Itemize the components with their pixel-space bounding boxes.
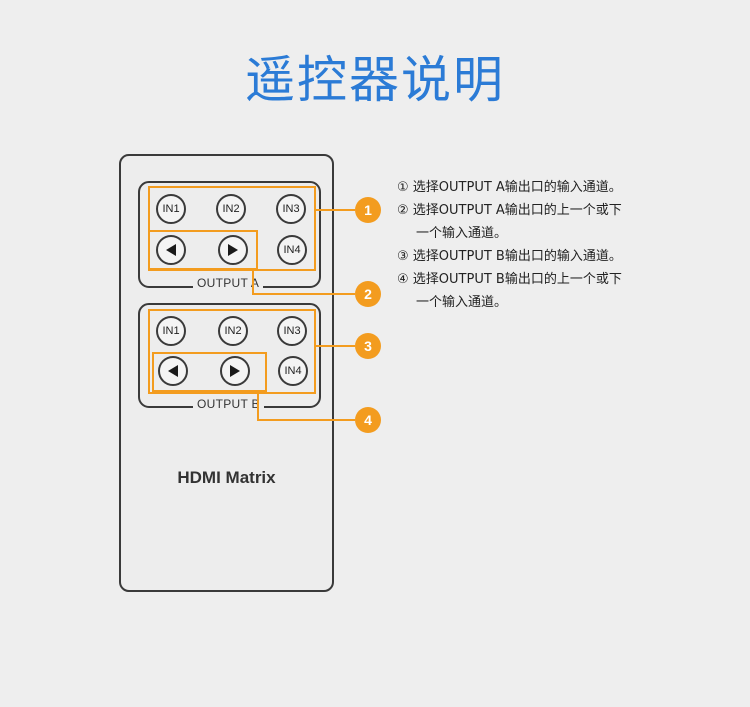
- instruction-text: 选择OUTPUT A输出口的上一个或下: [412, 203, 622, 218]
- output-b-in4-button[interactable]: IN4: [278, 356, 308, 386]
- arrow-left-icon: [166, 244, 176, 256]
- page-title: 遥控器说明: [245, 51, 505, 109]
- instruction-marker: ②: [397, 203, 409, 218]
- highlight-arrow-buttons-b: [152, 352, 267, 392]
- arrow-left-icon: [168, 365, 178, 377]
- instruction-item-4-cont: 一个输入通道。: [416, 295, 508, 310]
- callout-badge-2: 2: [355, 281, 381, 307]
- instruction-item-2: ② 选择OUTPUT A输出口的上一个或下: [397, 199, 742, 222]
- instruction-marker: ④: [397, 272, 409, 287]
- instructions-list: ① 选择OUTPUT A输出口的输入通道。 ② 选择OUTPUT A输出口的上一…: [397, 176, 742, 314]
- output-b-label: OUTPUT B: [193, 397, 264, 411]
- highlight-input-buttons-b: [148, 309, 316, 394]
- highlight-arrow-buttons-a: [148, 230, 258, 270]
- instruction-text: 选择OUTPUT A输出口的输入通道。: [412, 180, 622, 195]
- instruction-item-3: ③ 选择OUTPUT B输出口的输入通道。: [397, 245, 742, 268]
- output-b-in2-button[interactable]: IN2: [218, 316, 248, 346]
- output-a-in3-button[interactable]: IN3: [276, 194, 306, 224]
- output-a-next-button[interactable]: [218, 235, 248, 265]
- output-a-in4-button[interactable]: IN4: [277, 235, 307, 265]
- instruction-text: 选择OUTPUT B输出口的输入通道。: [412, 249, 622, 264]
- output-a-in2-button[interactable]: IN2: [216, 194, 246, 224]
- output-b-next-button[interactable]: [220, 356, 250, 386]
- arrow-right-icon: [230, 365, 240, 377]
- output-a-label: OUTPUT A: [193, 276, 264, 290]
- output-b-prev-button[interactable]: [158, 356, 188, 386]
- output-a-in1-button[interactable]: IN1: [156, 194, 186, 224]
- output-b-in3-button[interactable]: IN3: [277, 316, 307, 346]
- highlight-input-buttons-a: [148, 186, 316, 271]
- callout-badge-4: 4: [355, 407, 381, 433]
- instruction-item-4: ④ 选择OUTPUT B输出口的上一个或下: [397, 268, 742, 291]
- callout-badge-1: 1: [355, 197, 381, 223]
- instruction-item-1: ① 选择OUTPUT A输出口的输入通道。: [397, 176, 742, 199]
- brand-label: HDMI Matrix: [177, 468, 276, 487]
- arrow-right-icon: [228, 244, 238, 256]
- output-a-prev-button[interactable]: [156, 235, 186, 265]
- instruction-marker: ③: [397, 249, 409, 264]
- instruction-item-2-cont: 一个输入通道。: [416, 226, 508, 241]
- instruction-marker: ①: [397, 180, 409, 195]
- instruction-text: 选择OUTPUT B输出口的上一个或下: [412, 272, 622, 287]
- callout-badge-3: 3: [355, 333, 381, 359]
- output-b-in1-button[interactable]: IN1: [156, 316, 186, 346]
